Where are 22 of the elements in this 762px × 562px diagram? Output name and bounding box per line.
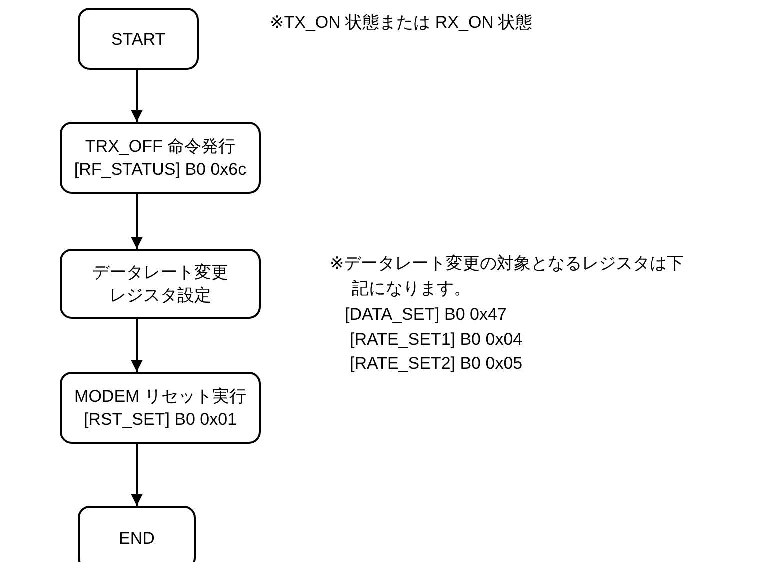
box-text: [RST_SET] B0 0x01 xyxy=(84,409,238,431)
box-text: レジスタ設定 xyxy=(110,285,212,307)
note-text: ※TX_ON 状態または RX_ON 状態 xyxy=(270,12,533,34)
process-box xyxy=(60,122,261,194)
arrow xyxy=(131,319,143,372)
box-text: データレート変更 xyxy=(92,262,228,284)
box-text: [RF_STATUS] B0 0x6c xyxy=(74,159,247,181)
process-box xyxy=(60,372,261,444)
box-text: START xyxy=(111,28,166,50)
box-text: TRX_OFF 命令発行 xyxy=(85,136,236,158)
box-text: END xyxy=(119,528,155,550)
terminal-box xyxy=(78,8,199,70)
box-text: MODEM リセット実行 xyxy=(74,386,246,408)
terminal-box xyxy=(78,506,196,562)
note-text: ※データレート変更の対象となるレジスタは下記になります。 xyxy=(330,253,686,300)
arrow xyxy=(131,444,143,506)
process-box xyxy=(60,249,261,319)
note-text: [DATA_SET] B0 0x47 xyxy=(345,304,507,326)
arrow xyxy=(131,194,143,249)
note-text: [RATE_SET1] B0 0x04 xyxy=(350,329,523,351)
arrow xyxy=(131,70,143,122)
note-text: [RATE_SET2] B0 0x05 xyxy=(350,353,523,375)
